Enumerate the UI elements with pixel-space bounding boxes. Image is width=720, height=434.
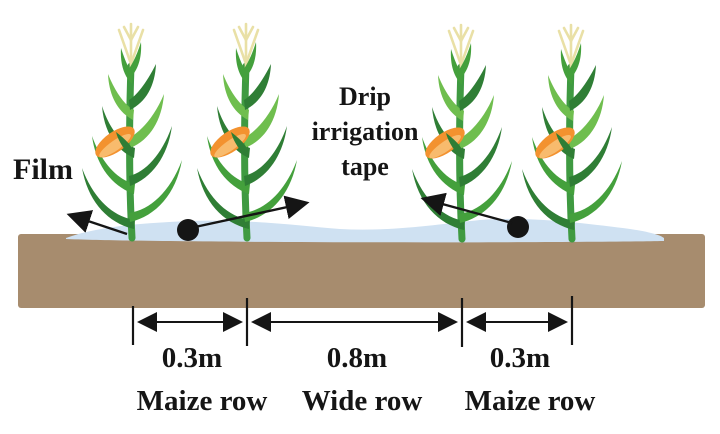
row-label-maize-right: Maize row: [464, 385, 596, 417]
drip-tape-pointer-arrow-right: [420, 192, 513, 225]
row-label-wide: Wide row: [301, 385, 423, 417]
drip-emitter-dot-right: [507, 216, 529, 238]
dimension-value-right: 0.3m: [489, 342, 551, 374]
film-label: Film: [13, 153, 73, 186]
film-pointer-arrow: [66, 210, 128, 236]
maize-plant-1: [82, 24, 182, 238]
dimension-ticks: [131, 296, 574, 347]
maize-plant-4: [522, 25, 622, 239]
dimension-value-middle: 0.8m: [326, 342, 388, 374]
drip-tape-pointer-arrow-left: [194, 195, 310, 229]
dimension-value-left: 0.3m: [161, 342, 223, 374]
drip-emitter-dot-left: [177, 219, 199, 241]
drip-irrigation-tape-label: Drip irrigation tape: [311, 82, 419, 181]
soil-bed: [18, 234, 705, 308]
maize-plant-2: [197, 24, 297, 238]
row-label-maize-left: Maize row: [136, 385, 268, 417]
